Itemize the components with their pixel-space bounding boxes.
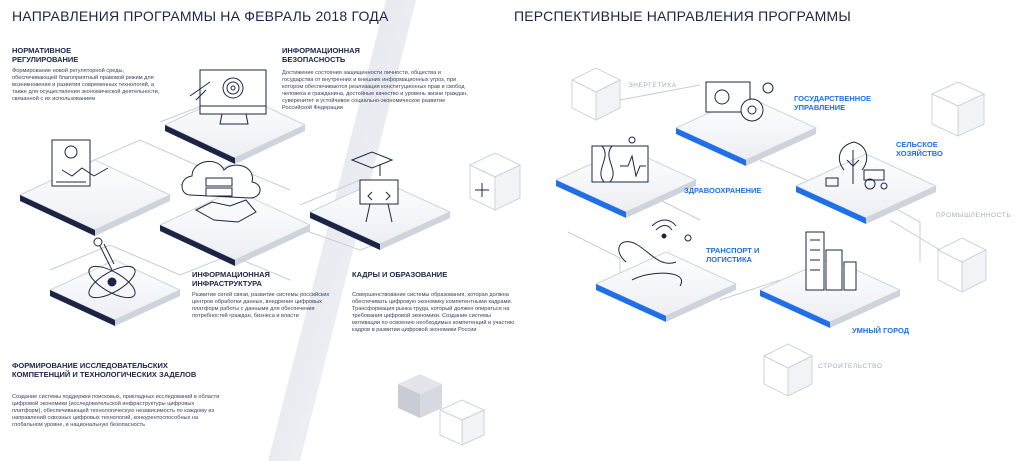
plate-regulation: [18, 159, 172, 236]
presentation-board-icon: [350, 151, 399, 223]
section-title-research: ФОРМИРОВАНИЕ ИССЛЕДОВАТЕЛЬСКИХ КОМПЕТЕНЦ…: [12, 361, 197, 379]
right-cube-4: [762, 343, 814, 397]
right-cube-3: [936, 237, 988, 293]
label-government: ГОСУДАРСТВЕННОЕ УПРАВЛЕНИЕ: [794, 94, 872, 112]
plate-agriculture: [794, 153, 938, 224]
label-construction: СТРОИТЕЛЬСТВО: [818, 363, 883, 370]
plate-education: [308, 179, 452, 250]
section-title-security: ИНФОРМАЦИОННАЯ БЕЗОПАСНОСТЬ: [282, 46, 360, 64]
plus-cube: [468, 152, 522, 211]
label-transport: ТРАНСПОРТ И ЛОГИСТИКА: [706, 246, 760, 264]
plate-transport: [594, 251, 738, 322]
right-cube-2: [930, 81, 986, 137]
plate-infrastructure: [158, 189, 312, 266]
label-energy: ЭНЕРГЕТИКА: [628, 82, 677, 89]
label-agriculture: СЕЛЬСКОЕ ХОЗЯЙСТВО: [896, 140, 943, 158]
cloud-server-map-icon: [181, 161, 261, 223]
gears-emblem-icon: [705, 81, 774, 122]
microscope-atom-icon: [88, 237, 136, 299]
section-text-regulation: Формирование новой регуляторной среды, о…: [12, 68, 160, 103]
label-smart-city: УМНЫЙ ГОРОД: [852, 326, 910, 335]
section-text-security: Достижение состояния защищенности личнос…: [282, 70, 468, 112]
section-title-regulation: НОРМАТИВНОЕ РЕГУЛИРОВАНИЕ: [12, 46, 79, 64]
label-industry: ПРОМЫШЛЕННОСТЬ: [936, 212, 1012, 219]
section-title-education: КАДРЫ И ОБРАЗОВАНИЕ: [352, 270, 448, 279]
handshake-document-icon: [51, 139, 109, 187]
city-buildings-icon: [805, 231, 857, 291]
right-cube-1: [570, 67, 622, 121]
road-wifi-icon: [618, 219, 692, 287]
left-title: НАПРАВЛЕНИЯ ПРОГРАММЫ НА ФЕВРАЛЬ 2018 ГО…: [12, 8, 389, 24]
wheat-tractor-icon: [825, 141, 888, 190]
right-title: ПЕРСПЕКТИВНЫЕ НАПРАВЛЕНИЯ ПРОГРАММЫ: [514, 8, 851, 24]
grey-cube-left: [438, 399, 486, 446]
fingerprint-monitor-icon: [189, 69, 267, 125]
section-text-infrastructure: Развитие сетей связи, развитие системы р…: [192, 292, 330, 320]
dna-heartbeat-icon: [591, 136, 649, 183]
section-text-education: Совершенствование системы образования, к…: [352, 292, 515, 334]
section-title-infrastructure: ИНФОРМАЦИОННАЯ ИНФРАСТРУКТУРА: [192, 270, 270, 288]
label-healthcare: ЗДРАВООХРАНЕНИЕ: [684, 186, 762, 195]
grey-cube-bottom: [398, 374, 442, 418]
section-text-research: Создание системы поддержки поисковых, пр…: [12, 394, 220, 429]
plate-research: [48, 259, 182, 326]
